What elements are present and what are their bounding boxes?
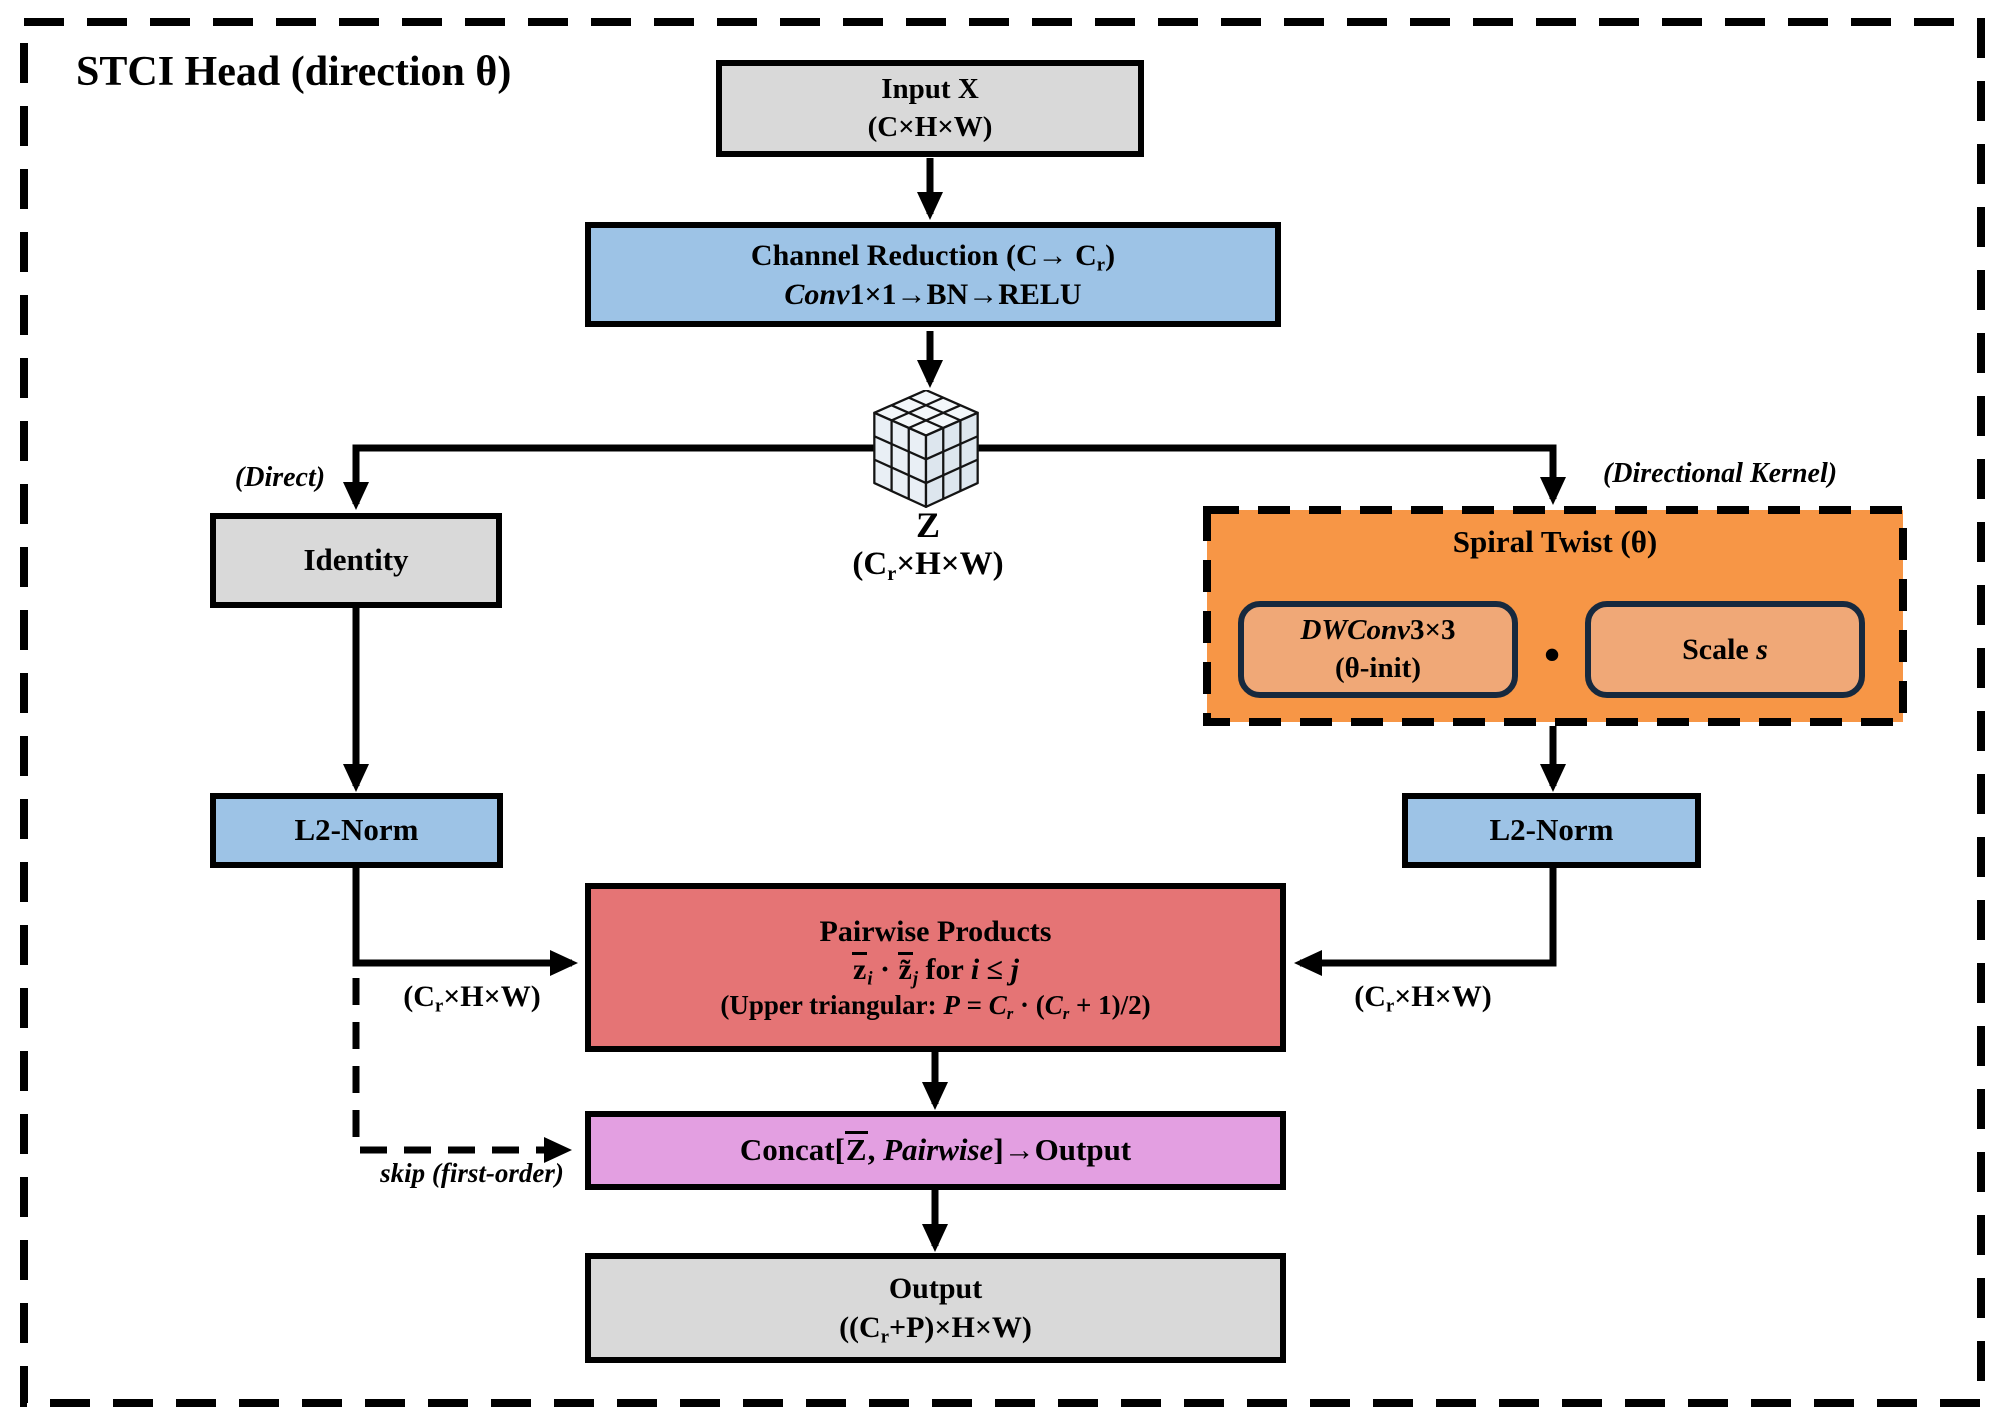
z-dim-label: (Cr×H×W) xyxy=(852,546,1004,586)
l2-norm-left-label: L2-Norm xyxy=(294,812,419,848)
outer-dashed-frame xyxy=(20,18,1985,1407)
channel-reduction-box: Channel Reduction (C→ Cr) Conv1×1→BN→REL… xyxy=(585,222,1281,327)
dot-operator-icon: • xyxy=(1543,629,1561,680)
connector-l2left-to-pairwise xyxy=(352,868,578,976)
diagram-title: STCI Head (direction θ) xyxy=(76,49,512,95)
connector-skip-to-concat xyxy=(352,978,572,1163)
scale-label: Scale s xyxy=(1682,633,1768,666)
skip-label: skip (first-order) xyxy=(380,1158,564,1188)
input-line2: (C×H×W) xyxy=(867,110,993,143)
concat-box: Concat[Z, Pairwise]→Output xyxy=(585,1111,1286,1190)
direct-branch-label: (Direct) xyxy=(234,462,326,493)
dwconv-box: DWConv3×3 (θ-init) xyxy=(1238,601,1518,698)
pairwise-formula: zi · z̃j for i ≤ j xyxy=(852,951,1019,990)
channel-line1: Channel Reduction (C→ Cr) xyxy=(750,238,1116,276)
pairwise-line3: (Upper triangular: P = Cr · (Cr + 1)/2) xyxy=(720,990,1151,1024)
dwconv-line1: DWConv3×3 xyxy=(1300,613,1456,646)
dwconv-line2: (θ-init) xyxy=(1334,651,1421,684)
spiral-twist-title: Spiral Twist (θ) xyxy=(1452,524,1658,559)
input-box: Input X (C×H×W) xyxy=(716,60,1144,157)
l2-norm-left-box: L2-Norm xyxy=(210,793,503,868)
l2-norm-right-box: L2-Norm xyxy=(1402,793,1701,868)
identity-box: Identity xyxy=(210,513,502,608)
dim-label-left: (Cr×H×W) xyxy=(403,980,541,1017)
directional-kernel-label: (Directional Kernel) xyxy=(1602,458,1838,489)
connector-l2right-to-pairwise xyxy=(1294,868,1557,976)
dim-label-right: (Cr×H×W) xyxy=(1354,980,1492,1017)
concat-label: Concat[Z, Pairwise]→Output xyxy=(739,1131,1132,1168)
tensor-cube-icon xyxy=(873,390,979,508)
pairwise-box: Pairwise Products zi · z̃j for i ≤ j (Up… xyxy=(585,883,1286,1052)
output-line1: Output xyxy=(888,1272,983,1305)
identity-label: Identity xyxy=(303,542,409,578)
l2-norm-right-label: L2-Norm xyxy=(1489,812,1614,848)
output-line2: ((Cr+P)×H×W) xyxy=(839,1311,1032,1348)
channel-line2: Conv1×1→BN→RELU xyxy=(784,277,1082,311)
connector-z-to-identity xyxy=(343,444,900,510)
z-label: Z xyxy=(915,505,940,545)
output-box: Output ((Cr+P)×H×W) xyxy=(585,1253,1286,1363)
pairwise-line1: Pairwise Products xyxy=(819,914,1052,948)
scale-box: Scale s xyxy=(1585,601,1865,698)
connector-z-to-spiral xyxy=(975,444,1566,505)
input-line1: Input X xyxy=(881,72,979,105)
